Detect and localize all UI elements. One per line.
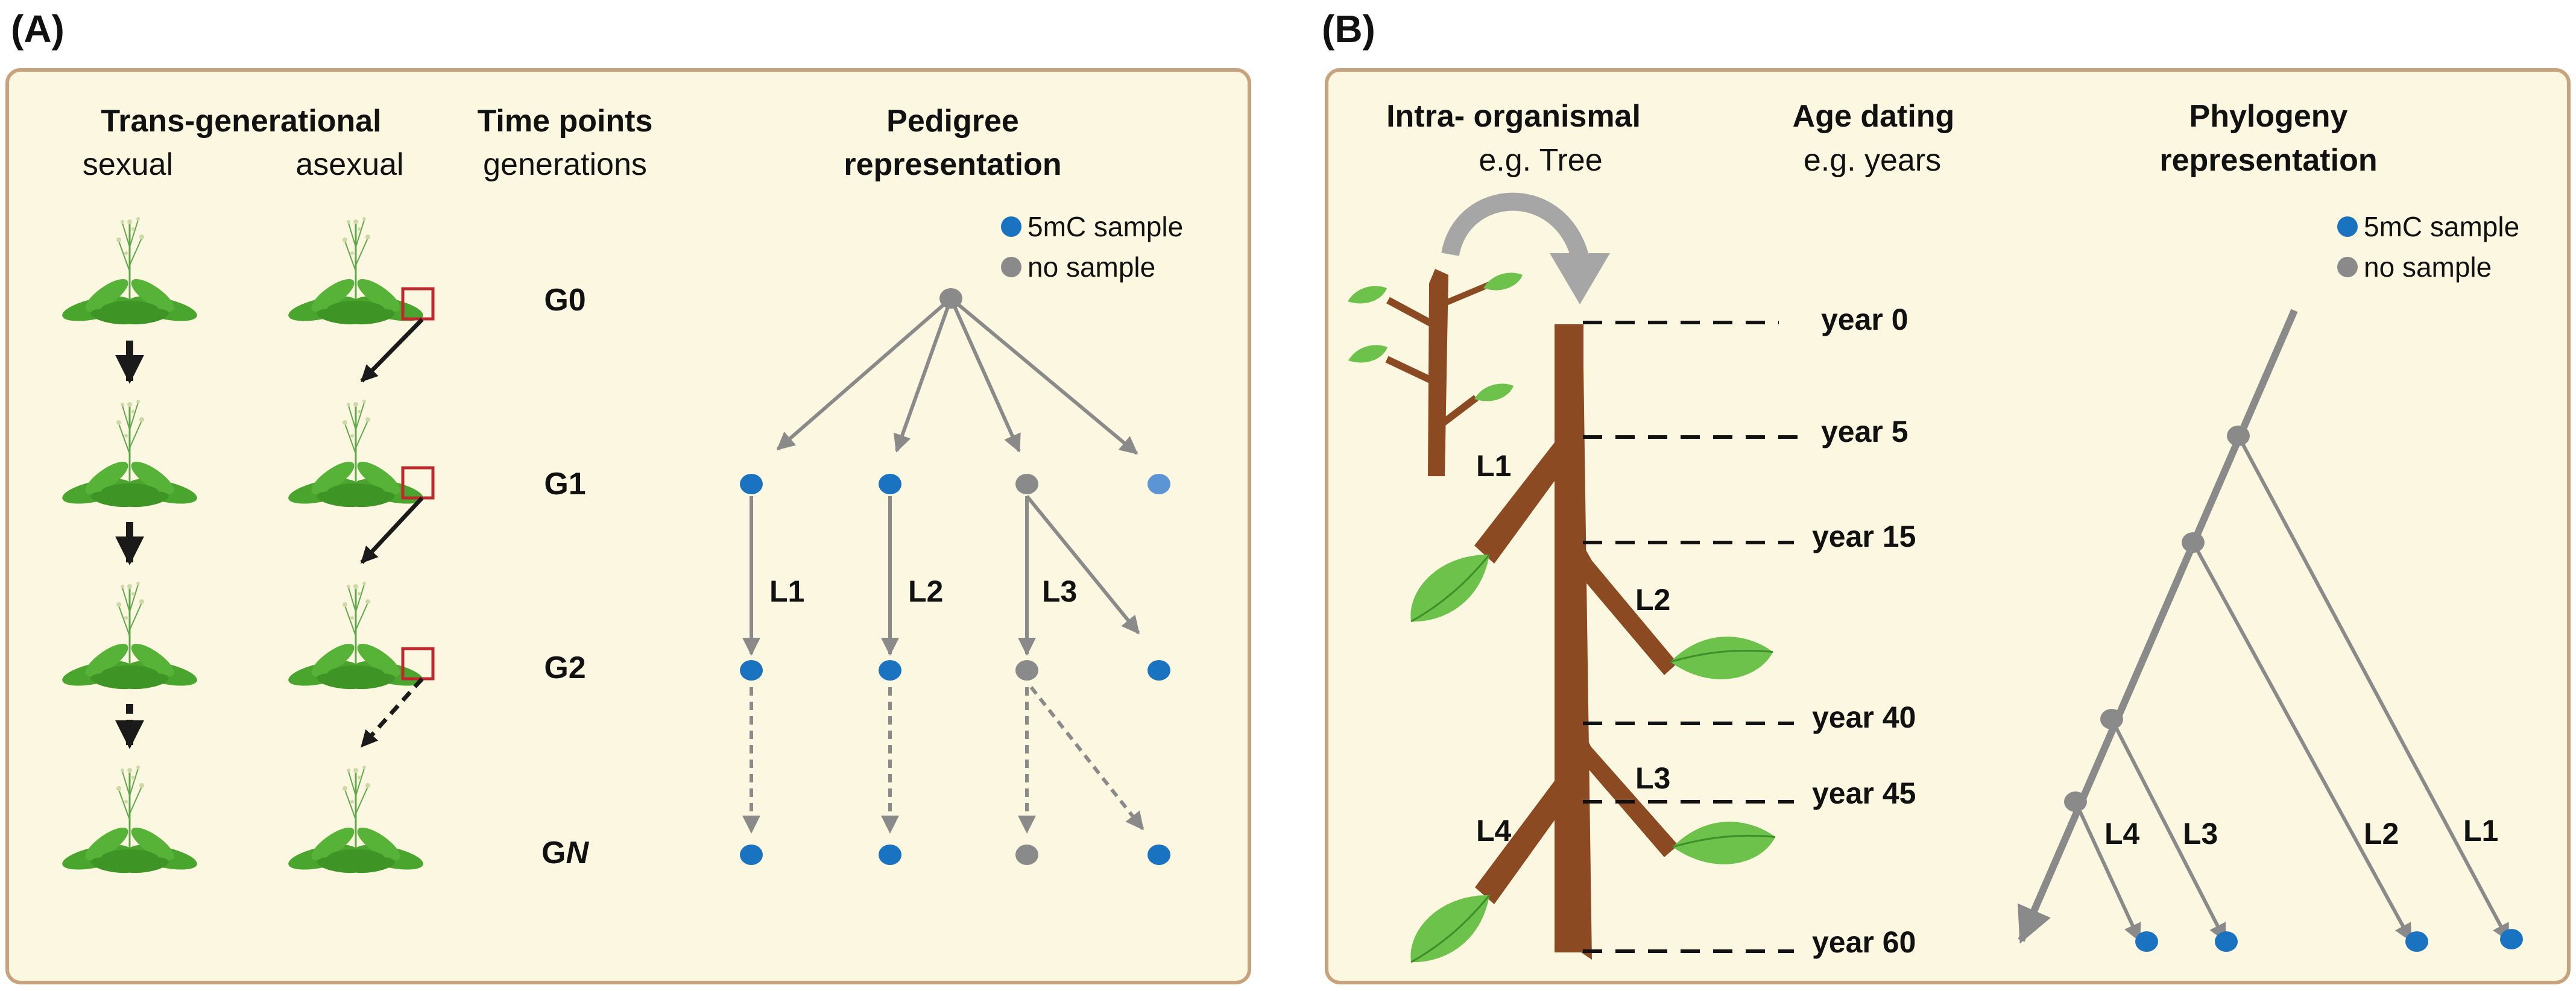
year-label-15: year 15 — [1812, 520, 1916, 553]
pedigree-node-g0 — [939, 288, 962, 309]
phylo-edge-l2 — [2191, 541, 2413, 942]
phylo-edge-l3 — [2110, 718, 2227, 942]
lineage-label-l2: L2 — [908, 574, 943, 608]
legend-b-no-sample-dot — [2337, 257, 2358, 277]
header-age-dating: Age dating — [1793, 99, 1955, 134]
curved-arrow-head — [1550, 253, 1610, 304]
sapling-icon — [1348, 269, 1523, 476]
year-label-60: year 60 — [1812, 925, 1916, 959]
tree-trunk-icon — [1395, 324, 1778, 969]
year-label-40: year 40 — [1812, 700, 1916, 734]
asexual-arrow-g2-gn — [360, 677, 424, 748]
header-trans-generational: Trans-generational — [101, 104, 381, 139]
phylo-node-2 — [2182, 532, 2205, 553]
phylo-node-1 — [2227, 426, 2250, 446]
header-generations: generations — [483, 147, 647, 182]
pedigree-node-g1-4 — [1148, 474, 1170, 494]
pedigree-node-gn-4 — [1148, 845, 1170, 865]
legend-no-sample-dot — [1001, 257, 1021, 277]
pedigree-node-g1-3 — [1015, 474, 1038, 494]
phylo-tip-l4 — [2135, 931, 2158, 952]
year-label-45: year 45 — [1812, 776, 1916, 810]
pedigree-node-g2-3 — [1015, 660, 1038, 681]
pedigree-edge-root-2 — [893, 297, 953, 453]
legend-sample-label: 5mC sample — [1028, 211, 1183, 242]
header-eg-tree: e.g. Tree — [1479, 143, 1602, 178]
header-phylogeny: Phylogeny — [2189, 99, 2348, 134]
phylogeny-tree: L4 L3 L2 L1 — [2017, 309, 2523, 952]
generation-label-g1: G1 — [544, 467, 586, 502]
pedigree-node-gn-1 — [740, 845, 763, 865]
legend-b-no-sample-label: no sample — [2364, 251, 2492, 283]
header-pedigree: Pedigree — [886, 104, 1019, 139]
pedigree-node-g1-2 — [879, 474, 901, 494]
phylo-label-l4: L4 — [2104, 817, 2140, 851]
lineage-label-l3: L3 — [1042, 574, 1077, 608]
legend-no-sample-label: no sample — [1028, 251, 1155, 283]
generation-label-g0: G0 — [544, 283, 586, 318]
meristem-box-g2 — [401, 647, 435, 681]
header-phylo-representation: representation — [2159, 143, 2377, 178]
pedigree-edge-l3b — [1025, 495, 1140, 635]
phylo-edge-l1 — [2237, 435, 2510, 942]
phylo-node-3 — [2100, 709, 2123, 729]
pedigree-node-g1-1 — [740, 474, 763, 494]
header-asexual: asexual — [295, 147, 403, 182]
branch-label-l1: L1 — [1476, 449, 1511, 483]
panel-a-label: (A) — [11, 7, 65, 51]
meristem-box-g0 — [401, 287, 435, 321]
phylo-tip-l3 — [2215, 931, 2238, 952]
phylo-tip-l2 — [2405, 931, 2428, 952]
legend-b-sample-dot — [2337, 216, 2358, 237]
phylo-label-l2: L2 — [2364, 817, 2399, 851]
branch-label-l2: L2 — [1635, 583, 1670, 617]
year-label-5: year 5 — [1821, 415, 1908, 448]
header-intra-organismal: Intra- organismal — [1386, 99, 1641, 134]
header-representation: representation — [844, 147, 1061, 182]
pedigree-edge-root-1 — [776, 297, 952, 451]
legend-b-sample-label: 5mC sample — [2364, 211, 2519, 242]
pedigree-node-gn-2 — [879, 845, 901, 865]
generation-label-g2: G2 — [544, 650, 586, 685]
pedigree-node-gn-3 — [1015, 845, 1038, 865]
phylo-node-4 — [2064, 791, 2087, 812]
phylo-label-l1: L1 — [2463, 814, 2498, 848]
asexual-arrow-g0-g1 — [360, 318, 424, 383]
header-sexual: sexual — [83, 147, 173, 182]
curved-arrow-icon — [1441, 192, 1589, 259]
phylo-label-l3: L3 — [2183, 817, 2218, 851]
header-eg-years: e.g. years — [1804, 143, 1941, 178]
pedigree-edge-root-4 — [950, 297, 1138, 455]
pedigree-node-g2-2 — [879, 660, 901, 681]
legend-sample-dot — [1001, 216, 1021, 237]
asexual-arrow-g1-g2 — [360, 496, 424, 564]
pedigree-tree: L1 L2 L3 — [740, 288, 1170, 865]
phylo-tip-l1 — [2500, 929, 2523, 949]
pedigree-node-g2-1 — [740, 660, 763, 681]
lineage-label-l1: L1 — [769, 574, 804, 608]
generation-label-gn: GN — [541, 835, 589, 870]
year-label-0: year 0 — [1821, 303, 1908, 336]
phylo-backbone — [2017, 309, 2298, 944]
panel-b-label: (B) — [1322, 7, 1375, 51]
header-time-points: Time points — [478, 104, 653, 139]
branch-label-l3: L3 — [1635, 761, 1670, 795]
panel-a-box — [5, 68, 1251, 984]
pedigree-dashed-4 — [1029, 686, 1144, 831]
phylo-edge-l4 — [2074, 801, 2141, 942]
panel-b-box — [1325, 68, 2571, 984]
branch-label-l4: L4 — [1476, 814, 1512, 848]
meristem-box-g1 — [401, 466, 435, 500]
pedigree-node-g2-4 — [1148, 660, 1170, 681]
pedigree-edge-root-3 — [949, 297, 1021, 453]
